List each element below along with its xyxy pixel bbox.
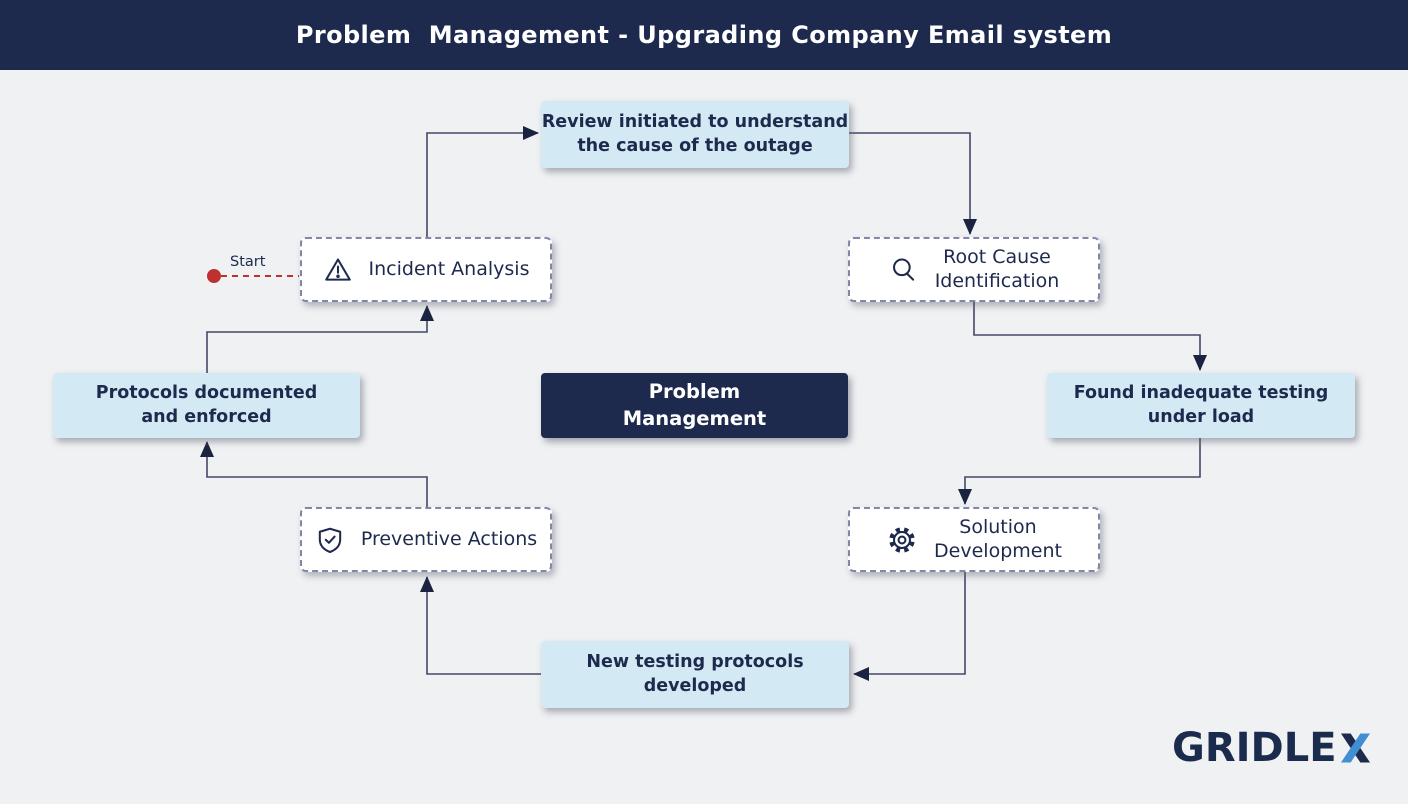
start-dot (207, 269, 221, 283)
node-new-testing-label: New testing protocols developed (586, 652, 804, 696)
node-root-cause-label: Root Cause Identification (934, 245, 1060, 292)
connector-new-testing-to-preventive (420, 576, 541, 675)
connector-preventive-to-protocols (200, 441, 428, 507)
gridlex-logo: GRIDLE (1172, 724, 1371, 772)
node-found-label: Found inadequate testing under load (1073, 383, 1329, 427)
node-new-testing-protocols: New testing protocols developed (541, 641, 849, 708)
connector-found-to-solution (958, 438, 1201, 505)
center-label: Problem Management (622, 380, 767, 430)
node-protocols-label: Protocols documented and enforced (95, 383, 318, 427)
connector-protocols-to-incident (206, 305, 434, 373)
start-label: Start (230, 254, 266, 270)
connector-incident-to-review (426, 126, 539, 237)
gear-icon (886, 524, 918, 556)
node-protocols-documented: Protocols documented and enforced (53, 373, 360, 438)
gridlex-logo-text: GRIDLE (1172, 725, 1337, 771)
node-preventive-actions: Preventive Actions (300, 507, 552, 572)
title-bar: Problem Management - Upgrading Company E… (0, 0, 1408, 70)
node-found-inadequate-testing: Found inadequate testing under load (1047, 373, 1355, 438)
node-incident-analysis: Incident Analysis (300, 237, 552, 302)
gridlex-x-icon (1340, 733, 1371, 763)
connector-root-cause-to-found (973, 302, 1207, 371)
warning-icon (323, 255, 353, 285)
node-review-initiated: Review initiated to understand the cause… (541, 101, 849, 168)
node-incident-label: Incident Analysis (368, 257, 530, 280)
shield-check-icon (315, 525, 345, 555)
node-review-label: Review initiated to understand the cause… (541, 112, 849, 156)
search-icon (889, 255, 919, 285)
diagram-title: Problem Management - Upgrading Company E… (295, 21, 1113, 49)
node-solution-development: Solution Development (848, 507, 1100, 572)
connector-solution-to-new-testing (853, 572, 966, 681)
node-root-cause-identification: Root Cause Identification (848, 237, 1100, 302)
node-problem-management-center: Problem Management (541, 373, 848, 438)
node-preventive-label: Preventive Actions (360, 527, 538, 550)
node-solution-label: Solution Development (934, 515, 1062, 562)
connector-review-to-root-cause (849, 132, 977, 235)
